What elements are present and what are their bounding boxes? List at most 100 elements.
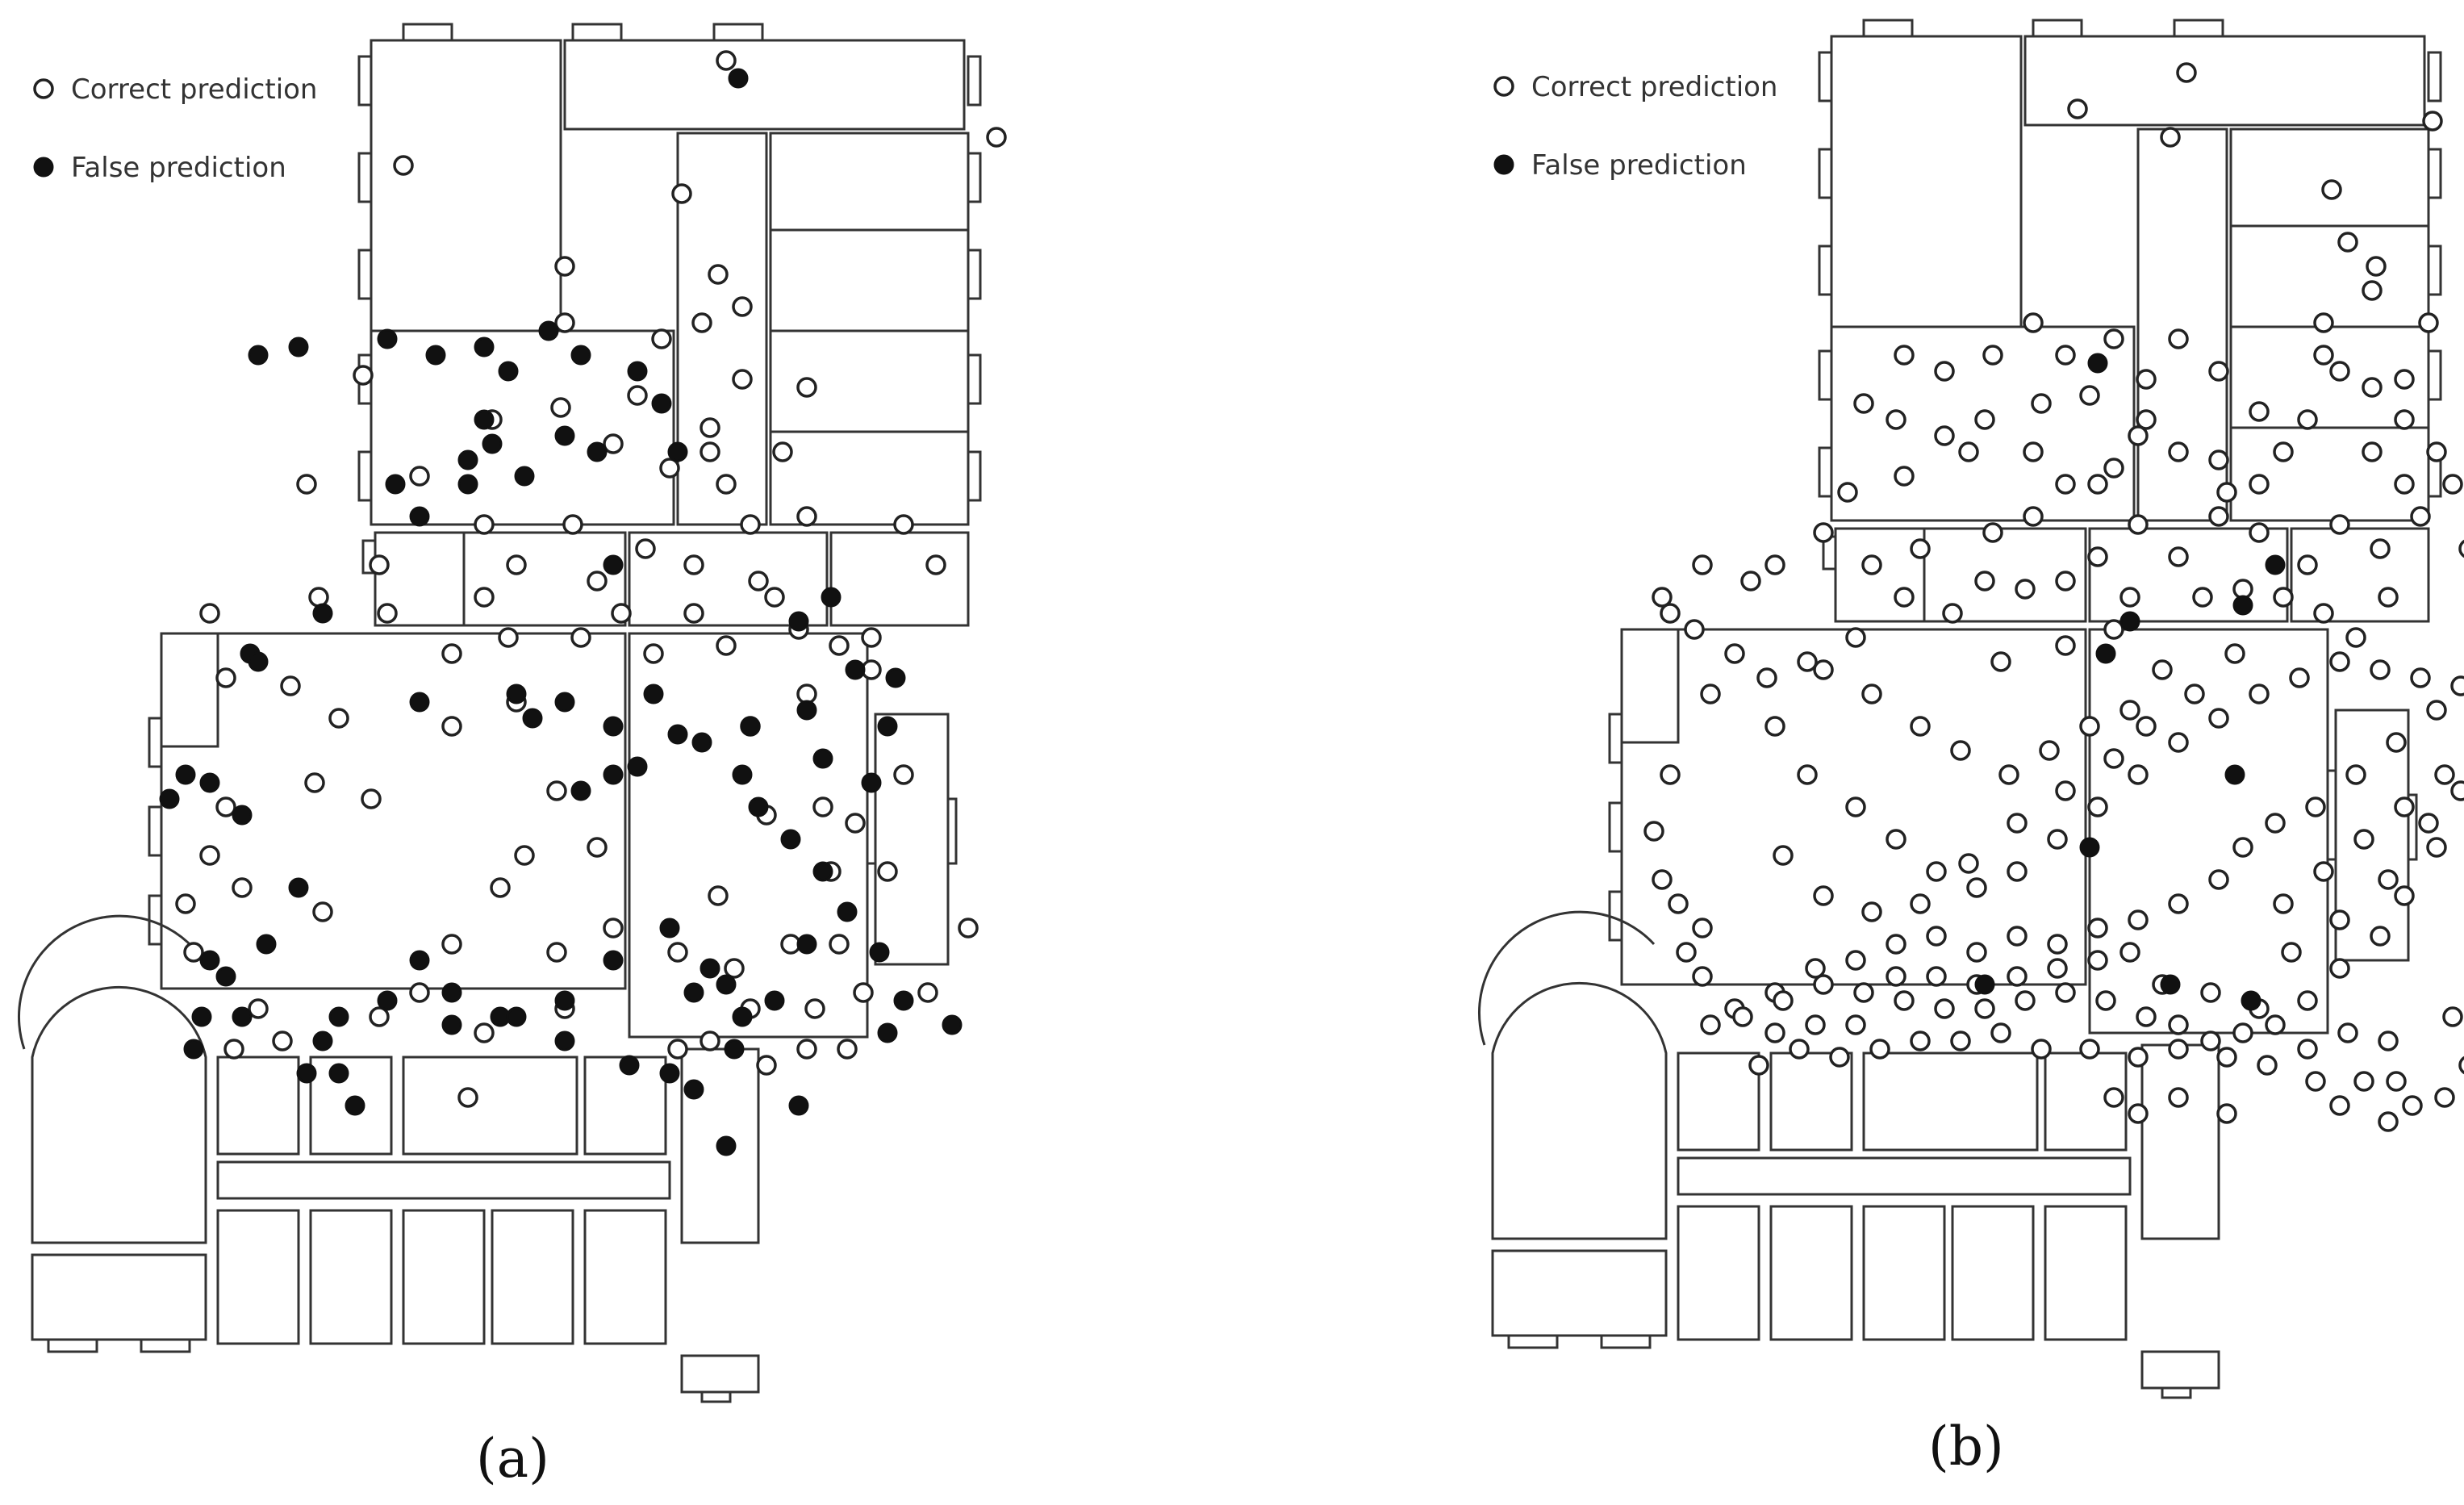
correct-prediction-point: [837, 1039, 858, 1060]
correct-prediction-point: [1797, 651, 1818, 672]
correct-prediction-point: [2434, 1087, 2455, 1108]
correct-prediction-point: [1886, 829, 1906, 850]
correct-prediction-point: [1692, 966, 1713, 987]
false-prediction-point: [215, 966, 236, 987]
false-prediction-point: [724, 1039, 745, 1060]
correct-prediction-point: [2128, 909, 2149, 930]
correct-prediction-point: [2103, 1087, 2124, 1108]
correct-prediction-point: [457, 1087, 478, 1108]
false-prediction-point: [869, 942, 890, 963]
plan-wall: [402, 1056, 578, 1156]
correct-prediction-point: [1845, 950, 1866, 971]
correct-prediction-point: [2273, 441, 2294, 462]
correct-prediction-point: [2402, 1095, 2423, 1116]
correct-prediction-point: [2103, 619, 2124, 640]
correct-prediction-point: [2119, 587, 2140, 608]
correct-prediction-point: [2362, 280, 2383, 301]
plan-wall: [2161, 1386, 2192, 1399]
correct-prediction-point: [2362, 441, 2383, 462]
plan-wall: [148, 717, 163, 768]
correct-prediction-point: [2007, 813, 2028, 834]
plan-wall: [309, 1209, 393, 1345]
correct-prediction-point: [2265, 1014, 2286, 1035]
false-prediction-point: [2265, 554, 2286, 575]
correct-prediction-point: [2087, 474, 2108, 495]
plan-wall: [2032, 19, 2083, 38]
plan-wall: [148, 805, 163, 857]
correct-prediction-point: [296, 474, 317, 495]
correct-prediction-point: [215, 796, 236, 817]
false-prediction-point: [861, 772, 882, 793]
false-points-b: [1974, 353, 2286, 1011]
correct-prediction-point: [2353, 829, 2374, 850]
correct-prediction-point: [756, 1055, 777, 1076]
correct-prediction-point: [1660, 764, 1681, 785]
false-prediction-point: [837, 901, 858, 922]
plan-wall: [1818, 349, 1833, 401]
false-prediction-point: [716, 1135, 737, 1156]
correct-prediction-point: [2136, 716, 2157, 737]
plan-wall: [680, 1354, 760, 1394]
correct-prediction-point: [2378, 1031, 2399, 1051]
correct-prediction-point: [1934, 425, 1955, 446]
correct-prediction-point: [2176, 62, 2197, 83]
false-prediction-point: [409, 506, 430, 527]
correct-prediction-point: [2136, 409, 2157, 430]
plan-wall: [2326, 769, 2337, 861]
correct-prediction-point: [2450, 780, 2464, 801]
correct-prediction-point: [2128, 425, 2149, 446]
correct-prediction-point: [877, 861, 898, 882]
correct-prediction-point: [2031, 393, 2052, 414]
correct-prediction-point: [2168, 1014, 2189, 1035]
false-prediction-point: [538, 320, 559, 341]
correct-prediction-point: [740, 514, 761, 535]
correct-prediction-point: [611, 603, 632, 624]
correct-prediction-point: [546, 942, 567, 963]
correct-prediction-point: [215, 667, 236, 688]
plan-wall: [1491, 981, 1668, 1240]
correct-prediction-point: [748, 571, 769, 592]
false-prediction-point: [409, 692, 430, 713]
correct-prediction-point: [441, 643, 462, 664]
plan-wall: [967, 249, 982, 300]
correct-prediction-point: [2168, 732, 2189, 753]
correct-prediction-point: [1660, 603, 1681, 624]
correct-prediction-point: [2055, 635, 2076, 656]
correct-prediction-point: [2168, 328, 2189, 349]
correct-prediction-point: [2305, 1071, 2326, 1092]
correct-prediction-point: [1982, 345, 2003, 366]
correct-prediction-point: [2386, 1071, 2407, 1092]
correct-prediction-point: [2079, 1039, 2100, 1060]
correct-prediction-point: [2329, 958, 2350, 979]
correct-prediction-point: [1934, 361, 1955, 382]
correct-prediction-point: [2313, 861, 2334, 882]
legend-correct-label: Correct prediction: [1531, 71, 1778, 103]
correct-prediction-point: [724, 958, 745, 979]
panel-label-b: (b): [1928, 1415, 2004, 1478]
correct-prediction-point: [2192, 587, 2213, 608]
correct-prediction-point: [845, 813, 866, 834]
false-prediction-point: [627, 756, 648, 777]
panel-a: Correct prediction False prediction: [18, 23, 1007, 1490]
false-prediction-point: [885, 667, 906, 688]
false-prediction-point: [691, 732, 712, 753]
plan-wall: [946, 797, 958, 865]
correct-prediction-point: [2087, 796, 2108, 817]
false-prediction-point: [603, 716, 624, 737]
correct-prediction-point: [732, 296, 753, 317]
correct-prediction-point: [409, 466, 430, 487]
correct-prediction-point: [1974, 409, 1995, 430]
correct-prediction-point: [1958, 441, 1979, 462]
correct-prediction-point: [554, 312, 575, 333]
false-prediction-point: [514, 466, 535, 487]
correct-prediction-point: [1990, 1022, 2011, 1043]
correct-prediction-point: [2458, 539, 2464, 558]
panel-b: Correct prediction False prediction: [1478, 19, 2464, 1478]
correct-prediction-point: [1797, 764, 1818, 785]
correct-prediction-point: [1789, 1039, 1810, 1060]
correct-prediction-point: [280, 675, 301, 696]
correct-prediction-point: [2418, 813, 2439, 834]
false-prediction-point: [788, 611, 809, 632]
correct-prediction-point: [2224, 643, 2245, 664]
false-prediction-point: [845, 659, 866, 680]
